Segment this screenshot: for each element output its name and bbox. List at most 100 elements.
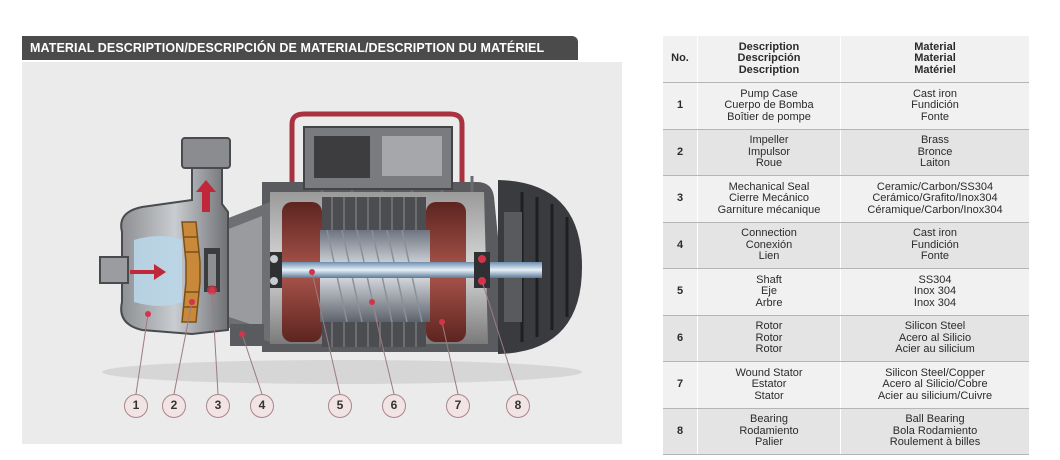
- material-fr: Inox 304: [913, 296, 957, 309]
- header-description-fr: Description: [738, 63, 800, 76]
- material-es: Bronce: [917, 145, 953, 158]
- material-fr: Laiton: [920, 157, 950, 169]
- row-number: 5: [663, 268, 698, 316]
- material-es: Bola Rodamiento: [892, 424, 978, 437]
- callout-3: 3: [206, 394, 230, 418]
- material-en: Silicon Steel: [904, 320, 966, 332]
- description-es: Conexión: [745, 238, 793, 251]
- description-fr: Rotor: [755, 343, 783, 355]
- row-number: 3: [663, 175, 698, 223]
- header-material-es: Material: [914, 52, 956, 65]
- description-es: Cierre Mecánico: [728, 192, 810, 204]
- leader-dots: [145, 269, 485, 337]
- description-es: Estator: [751, 378, 787, 390]
- material-es: Acero al Silicio/Cobre: [882, 378, 988, 390]
- row-number: 4: [663, 222, 698, 269]
- header-no: No.: [663, 36, 698, 83]
- callout-1: 1: [124, 394, 148, 418]
- material-es: Fundición: [911, 99, 959, 111]
- connection-bracket: [218, 202, 270, 346]
- material-en: Brass: [920, 134, 950, 146]
- description-fr: Arbre: [755, 296, 783, 309]
- pump-drawing: [99, 111, 582, 395]
- material-fr: Fonte: [920, 250, 950, 262]
- callout-6: 6: [382, 394, 406, 418]
- impeller: [181, 221, 201, 323]
- description-es: Rodamiento: [739, 424, 799, 437]
- description-es: Impulsor: [747, 145, 791, 158]
- material-es: Acero al Silicio: [898, 331, 972, 344]
- description-fr: Boîtier de pompe: [727, 110, 811, 123]
- header-description-es: Descripción: [737, 52, 801, 65]
- callout-labels: 1 2 3 4 5 6 7 8: [22, 62, 622, 444]
- section-title: MATERIAL DESCRIPTION/DESCRIPCIÓN DE MATE…: [22, 36, 578, 60]
- leader-lines: [135, 271, 519, 395]
- row-number: 1: [663, 82, 698, 130]
- description-fr: Stator: [754, 389, 784, 402]
- material-es: Cerámico/Grafito/Inox304: [872, 192, 998, 204]
- description-fr: Garniture mécanique: [717, 203, 821, 216]
- material-en: SS304: [918, 273, 952, 286]
- material-fr: Acier au silicium/Cuivre: [877, 389, 993, 402]
- pump-cutaway-illustration: 1 2 3 4 5 6 7 8: [22, 62, 622, 444]
- description-en: Wound Stator: [735, 366, 803, 379]
- header-material-en: Material: [914, 40, 956, 53]
- material-en: Silicon Steel/Copper: [885, 366, 985, 379]
- description-en: Rotor: [755, 320, 783, 332]
- row-number: 8: [663, 408, 698, 455]
- material-fr: Fonte: [920, 110, 950, 123]
- description-es: Rotor: [755, 331, 783, 344]
- description-en: Connection: [741, 227, 797, 239]
- row-number: 6: [663, 315, 698, 362]
- header-description: Description Descripción Description: [697, 36, 841, 83]
- material-fr: Céramique/Carbon/Inox304: [867, 203, 1003, 216]
- description-es: Cuerpo de Bomba: [724, 99, 814, 111]
- material-table: No. Description Descripción Description …: [663, 36, 1029, 455]
- material-fr: Acier au silicium: [895, 343, 975, 355]
- description-fr: Palier: [754, 436, 784, 448]
- callout-4: 4: [250, 394, 274, 418]
- callout-8: 8: [506, 394, 530, 418]
- material-en: Ceramic/Carbon/SS304: [876, 180, 994, 193]
- description-fr: Roue: [755, 157, 783, 169]
- description-en: Shaft: [756, 273, 782, 286]
- material-es: Inox 304: [913, 285, 957, 297]
- material-en: Cast iron: [912, 227, 958, 239]
- header-description-en: Description: [738, 40, 800, 53]
- pump-case: [99, 137, 231, 336]
- callout-5: 5: [328, 394, 352, 418]
- header-material: Material Material Matériel: [840, 36, 1029, 83]
- row-number: 7: [663, 361, 698, 409]
- row-number: 2: [663, 129, 698, 176]
- material-en: Ball Bearing: [905, 413, 965, 425]
- description-es: Eje: [761, 285, 777, 297]
- description-en: Pump Case: [740, 87, 798, 100]
- material-fr: Roulement à billes: [889, 436, 981, 448]
- material-es: Fundición: [911, 238, 959, 251]
- description-en: Mechanical Seal: [728, 180, 810, 193]
- header-material-fr: Matériel: [914, 63, 956, 76]
- description-en: Impeller: [749, 134, 789, 146]
- callout-7: 7: [446, 394, 470, 418]
